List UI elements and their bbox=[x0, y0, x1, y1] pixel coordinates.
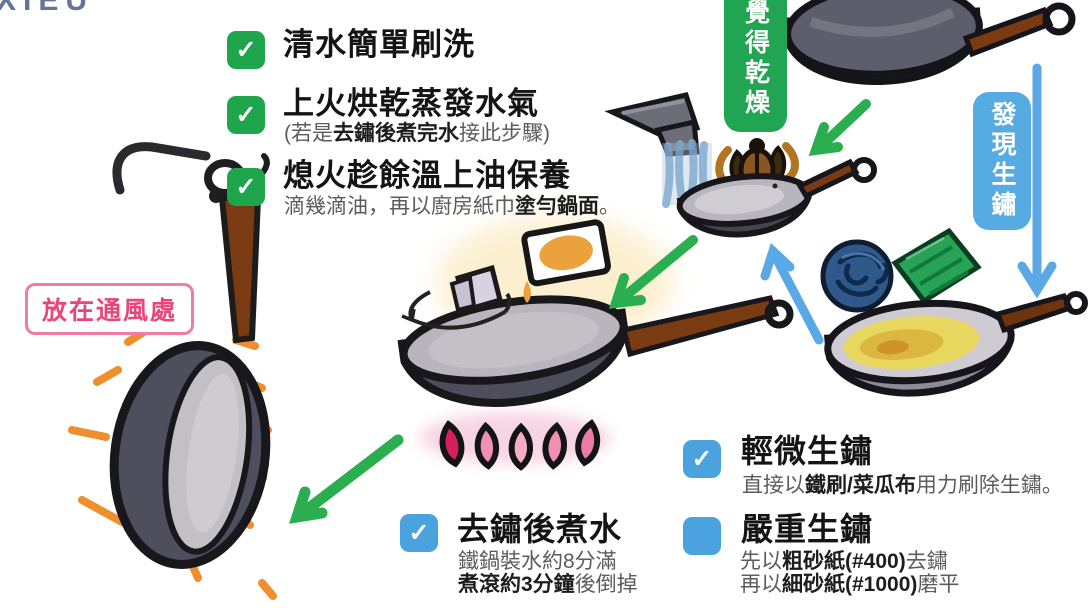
check-icon: ✓ bbox=[235, 36, 257, 64]
oil-drop-icon bbox=[523, 281, 531, 303]
light-rust-title: 輕微生鏽 bbox=[741, 433, 874, 469]
feels-dry-badge: 覺得乾燥 bbox=[724, 0, 787, 132]
oil-packet-icon bbox=[521, 219, 611, 287]
checkbox-light-rust: ✓ bbox=[683, 440, 721, 478]
drying-pan-illustration bbox=[676, 157, 877, 238]
note-text: 。 bbox=[599, 195, 620, 218]
arrow-found-rust-down-icon bbox=[1017, 63, 1057, 299]
check-icon: ✓ bbox=[691, 445, 713, 473]
note-text: (若是 bbox=[284, 122, 333, 145]
note-text-bold: 粗砂紙(#400) bbox=[782, 550, 906, 573]
note-text-bold: 塗勻鍋面 bbox=[515, 195, 599, 218]
heavy-rust-note-line2: 再以細砂紙(#1000)磨平 bbox=[740, 574, 959, 596]
note-text: 直接以 bbox=[742, 474, 805, 497]
steel-wool-illustration bbox=[820, 239, 894, 313]
note-text: 後倒掉 bbox=[574, 573, 638, 596]
step-oil-title: 熄火趁餘溫上油保養 bbox=[283, 158, 571, 193]
note-text: 滴幾滴油，再以廚房紙巾 bbox=[284, 195, 515, 218]
rusty-pan-illustration bbox=[823, 291, 1088, 397]
hanging-pan-illustration bbox=[68, 142, 277, 600]
check-icon: ✓ bbox=[235, 101, 257, 129]
heavy-rust-title: 嚴重生鏽 bbox=[741, 511, 874, 547]
boil-note-line2: 煮滾約3分鐘後倒掉 bbox=[458, 574, 638, 596]
arrow-clean-to-dry-icon bbox=[808, 99, 871, 157]
arrow-oil-to-hang-icon bbox=[289, 434, 404, 524]
note-text: 鐵鍋裝水約8分滿 bbox=[458, 550, 617, 573]
ventilate-badge: 放在通風處 bbox=[25, 283, 195, 335]
found-rust-badge: 發現生鏽 bbox=[973, 92, 1031, 230]
note-text-bold: 鐵刷/菜瓜布 bbox=[805, 474, 916, 497]
boil-note-line1: 鐵鍋裝水約8分滿 bbox=[458, 551, 617, 573]
step-dry-title: 上火烘乾蒸發水氣 bbox=[283, 86, 539, 121]
checkbox-rinse: ✓ bbox=[227, 31, 265, 69]
clean-pan-illustration bbox=[784, 0, 1076, 85]
step-oil-note: 滴幾滴油，再以廚房紙巾塗勻鍋面。 bbox=[284, 196, 620, 218]
checkbox-dry: ✓ bbox=[227, 96, 265, 134]
hook-icon bbox=[112, 142, 211, 195]
note-text: 再以 bbox=[740, 573, 782, 596]
watermark-logo: XIEU bbox=[0, 0, 95, 17]
scouring-pad-illustration bbox=[891, 227, 982, 305]
note-text: 磨平 bbox=[917, 573, 960, 596]
step-rinse-title: 清水簡單刷洗 bbox=[283, 27, 475, 62]
note-text-bold: 煮滾約3分鐘 bbox=[458, 573, 575, 596]
note-text-bold: 細砂紙(#1000) bbox=[782, 573, 918, 596]
light-rust-note: 直接以鐵刷/菜瓜布用力刷除生鏽。 bbox=[742, 475, 1063, 497]
checkbox-oil: ✓ bbox=[227, 168, 265, 206]
check-icon: ✓ bbox=[235, 173, 257, 201]
note-text: 先以 bbox=[740, 550, 782, 573]
arrow-dry-to-oil-icon bbox=[608, 235, 698, 309]
boil-title: 去鏽後煮水 bbox=[457, 511, 623, 547]
heavy-rust-note-line1: 先以粗砂紙(#400)去鏽 bbox=[740, 551, 948, 573]
arrow-rust-to-dry-icon bbox=[760, 242, 824, 345]
burner-flames-icon bbox=[439, 419, 601, 471]
checkbox-boil: ✓ bbox=[400, 514, 438, 552]
note-text: 接此步驟) bbox=[459, 122, 550, 145]
checkbox-heavy-rust bbox=[683, 517, 721, 555]
step-dry-note: (若是去鏽後煮完水接此步驟) bbox=[284, 123, 550, 145]
paper-towel-icon bbox=[401, 264, 512, 330]
note-text-bold: 去鏽後煮完水 bbox=[333, 122, 459, 145]
check-icon: ✓ bbox=[408, 519, 430, 547]
note-text: 去鏽 bbox=[905, 550, 948, 573]
note-text: 用力刷除生鏽。 bbox=[915, 474, 1063, 497]
